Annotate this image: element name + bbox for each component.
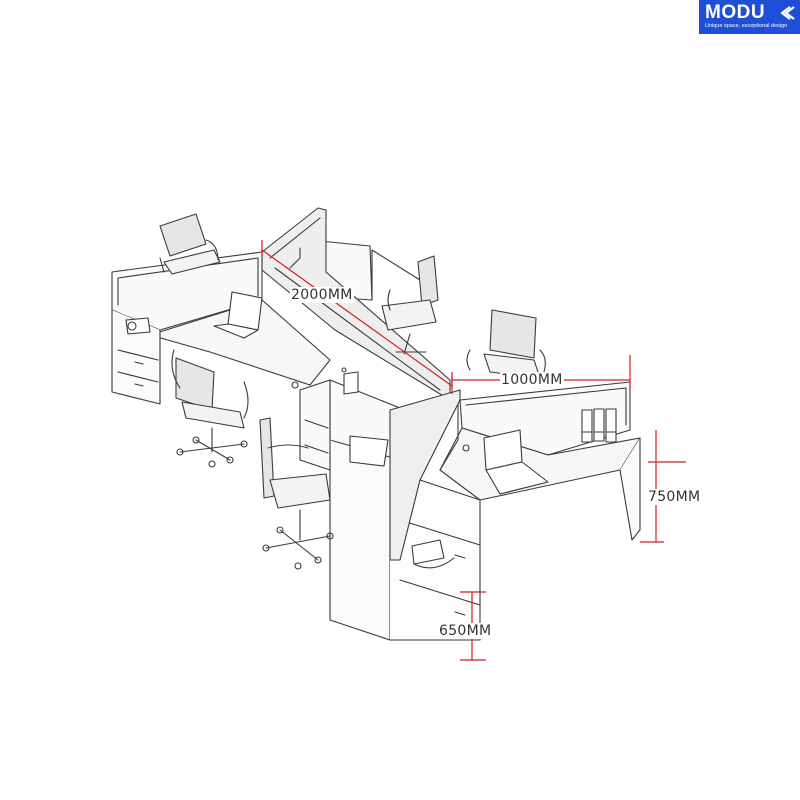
logo-wordmark: MODU (705, 2, 766, 23)
laptop-back (343, 371, 359, 395)
laptop-right (483, 429, 549, 495)
phone-left (125, 317, 151, 335)
chair-back-center (381, 255, 439, 355)
chair-back-right (466, 309, 546, 379)
front-partition (389, 389, 461, 561)
dimension-label-650: 650MM (438, 623, 493, 639)
left-desk-wing (111, 251, 331, 405)
laptop-left (213, 291, 263, 339)
brand-logo: MODU Unique space, exceptional design (699, 0, 800, 34)
chair-front-left (171, 349, 249, 468)
dimension-label-750: 750MM (647, 489, 702, 505)
phone-front (411, 539, 455, 569)
chair-front-center (259, 417, 334, 570)
laptop-center (349, 435, 389, 467)
logo-tagline: Unique space, exceptional design (705, 23, 788, 29)
logo-chevron-icon (781, 6, 795, 20)
dimension-line-750 (640, 430, 686, 543)
dimension-label-2000: 2000MM (290, 287, 354, 303)
dimension-label-1000: 1000MM (500, 372, 564, 388)
chair-back-left (159, 213, 221, 275)
